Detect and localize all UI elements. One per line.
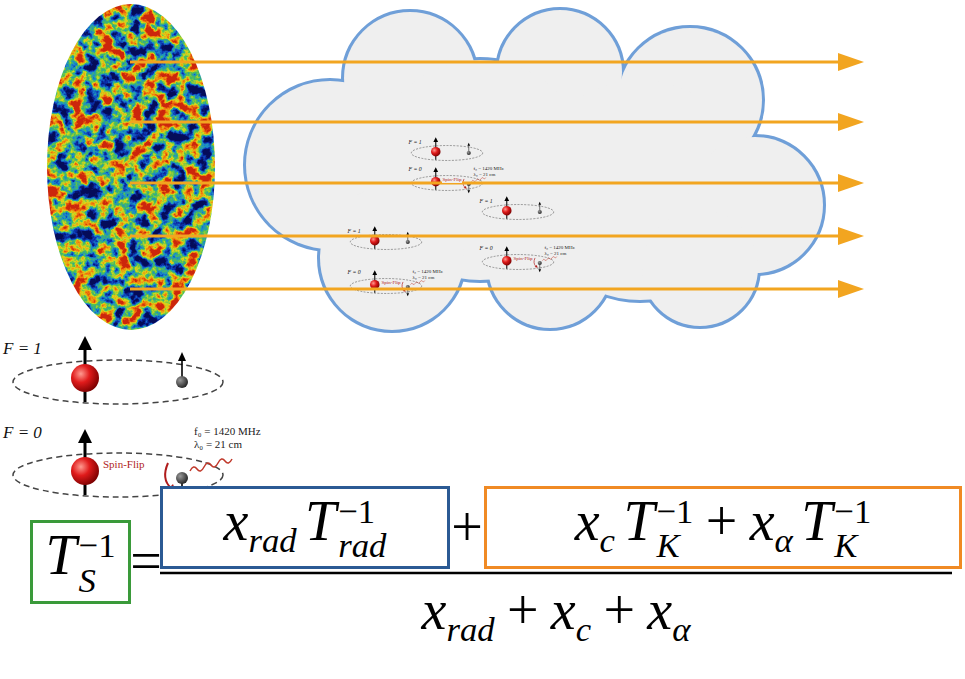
equation-row: xradT−1rad xyxy=(224,491,387,564)
math-subscript: c xyxy=(576,610,591,649)
math-symbol: x xyxy=(551,579,576,641)
denominator: xrad+xc+xα xyxy=(422,580,691,649)
math-symbol: x xyxy=(224,490,249,552)
math-subscript: α xyxy=(775,521,793,560)
state-label: F = 1 xyxy=(408,139,423,145)
wavelength-label: λ₀ = 21 cm xyxy=(193,438,243,450)
state-label: F = 0 xyxy=(2,424,43,443)
math-subscript: α xyxy=(672,610,690,649)
math-subscript: rad xyxy=(248,521,296,560)
state-label: F = 1 xyxy=(347,228,362,234)
kinetic-term-box: xcT−1K+xαT−1K xyxy=(484,486,962,569)
math-symbol: T xyxy=(45,524,76,586)
math-subscript: rad xyxy=(338,529,386,564)
math-superscript: −1 xyxy=(79,529,116,564)
light-rays xyxy=(130,53,864,298)
plus-sign: + xyxy=(451,497,483,559)
equals-sign: = xyxy=(130,531,162,593)
state-label: F = 0 xyxy=(347,269,362,275)
wavelength-label: λ₀ = 21 cm xyxy=(412,275,436,281)
math-operator: + xyxy=(507,579,539,641)
cmb-map xyxy=(47,4,215,330)
wavelength-label: λ₀ = 21 cm xyxy=(544,251,568,257)
math-subscript: rad xyxy=(446,610,494,649)
math-symbol: T xyxy=(623,490,654,552)
math-script-stack: −1K xyxy=(834,495,871,564)
gas-cloud xyxy=(246,10,823,330)
frequency-label: f₀ = 1420 MHz xyxy=(544,245,576,251)
math-subscript: K xyxy=(657,529,694,564)
math-superscript: −1 xyxy=(338,495,386,530)
math-subscript: c xyxy=(600,521,615,560)
spin-flip-label: Spin-Flip xyxy=(442,177,463,183)
math-operator: + xyxy=(603,579,635,641)
state-label: F = 0 xyxy=(408,166,423,172)
frequency-label: f₀ = 1420 MHz xyxy=(193,425,262,437)
math-symbol: x xyxy=(575,490,600,552)
spin-flip-label: Spin-Flip xyxy=(513,256,534,262)
equation-row: T−1S xyxy=(45,525,115,598)
frequency-label: f₀ = 1420 MHz xyxy=(473,166,505,172)
state-label: F = 1 xyxy=(479,198,494,204)
math-script-stack: −1rad xyxy=(338,495,386,564)
radiation-term-box: xradT−1rad xyxy=(160,486,450,569)
math-symbol: x xyxy=(750,490,775,552)
equation-row: xcT−1K+xαT−1K xyxy=(575,491,872,564)
math-subscript: S xyxy=(79,564,116,599)
math-symbol: T xyxy=(305,490,336,552)
math-subscript: K xyxy=(834,529,871,564)
spin-temperature-box: T−1S xyxy=(30,520,131,603)
math-symbol: x xyxy=(647,579,672,641)
spin-flip-label: Spin-Flip xyxy=(381,280,402,286)
state-label: F = 0 xyxy=(479,245,494,251)
state-label: F = 1 xyxy=(2,340,43,359)
frequency-label: f₀ = 1420 MHz xyxy=(412,269,444,275)
math-script-stack: −1K xyxy=(657,495,694,564)
math-superscript: −1 xyxy=(657,495,694,530)
wavelength-label: λ₀ = 21 cm xyxy=(473,172,497,178)
hydrogen-atoms xyxy=(13,137,557,505)
math-script-stack: −1S xyxy=(79,529,116,598)
math-symbol: T xyxy=(801,490,832,552)
fraction-bar xyxy=(160,572,952,575)
math-operator: + xyxy=(706,490,738,552)
math-symbol: x xyxy=(422,579,447,641)
spin-flip-label: Spin-Flip xyxy=(102,458,146,470)
math-superscript: −1 xyxy=(834,495,871,530)
